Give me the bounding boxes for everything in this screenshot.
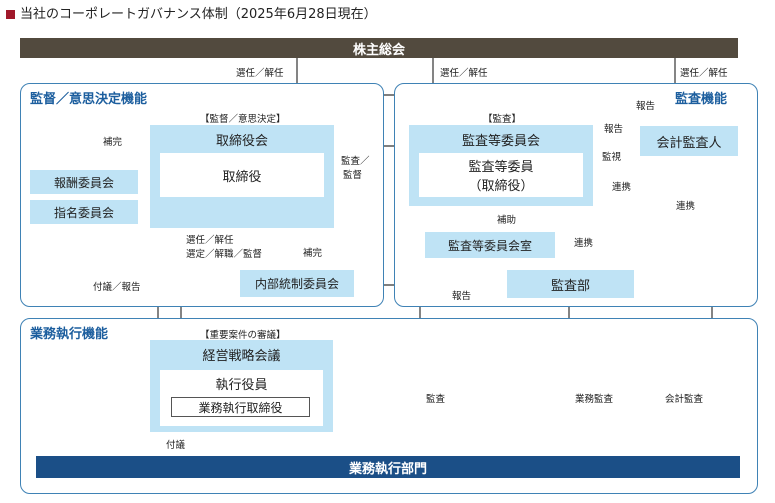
label-refer: 付議 [166,440,186,451]
strategy-meeting-label: 経営戦略会議 [202,348,281,364]
audit-panel-title: 監査機能 [675,92,728,107]
label-elect-dismiss-audit: 選任／解任 [440,68,488,79]
label-refer-report: 付議／報告 [93,282,141,293]
label-business-audit: 業務監査 [575,394,614,405]
audit-committee-members-line2: （取締役） [468,179,534,194]
label-cooperation-auditor: 連携 [612,182,632,193]
label-report-auditor: 報告 [604,124,624,135]
directors-box: 取締役 [160,153,324,197]
label-monitor: 監視 [602,152,622,163]
audit-committee-members-box: 監査等委員 （取締役） [419,153,583,197]
board-bracket-label: 【監督／意思決定】 [200,114,286,125]
remuneration-committee-box: 報酬委員会 [30,170,138,194]
business-departments-bar: 業務執行部門 [36,456,740,478]
label-audit-supervise-1: 監査／ [341,156,370,167]
label-elect-dismiss-auditor: 選任／解任 [680,68,728,79]
label-cooperation-auditor-dept: 連携 [676,201,696,212]
audit-bracket-label: 【監査】 [483,114,522,125]
label-supplement-internal: 補完 [303,248,323,259]
label-cooperation-audit-dept: 連携 [574,238,594,249]
title-marker [6,10,15,19]
shareholders-meeting-bar: 株主総会 [20,38,738,58]
label-elect-line1: 選任／解任 [186,235,234,246]
label-report-audit-dept: 報告 [452,291,472,302]
label-report-top: 報告 [636,101,656,112]
label-elect-line2: 選定／解職／監督 [186,249,263,260]
label-audit-supervise-2: 監督 [343,170,363,181]
accounting-auditor-box: 会計監査人 [640,126,738,156]
page-title: 当社のコーポレートガバナンス体制（2025年6月28日現在） [20,7,377,22]
audit-committee-office-box: 監査等委員会室 [425,232,555,258]
label-audit: 監査 [426,394,446,405]
nomination-committee-box: 指名委員会 [30,200,138,224]
label-elect-dismiss-board: 選任／解任 [236,68,284,79]
label-assist: 補助 [497,215,517,226]
audit-department-box: 監査部 [507,270,634,298]
label-accounting-audit: 会計監査 [665,394,704,405]
executive-officers-label: 執行役員 [215,377,268,393]
audit-committee-label: 監査等委員会 [461,133,540,149]
strategy-bracket-label: 【重要案件の審議】 [200,330,286,341]
executive-directors-box: 業務執行取締役 [171,397,310,417]
execution-panel-title: 業務執行機能 [30,327,109,342]
audit-committee-members-line1: 監査等委員 [468,160,534,175]
internal-control-committee-box: 内部統制委員会 [240,270,354,297]
label-supplement-remuneration: 補完 [103,137,123,148]
oversight-panel-title: 監督／意思決定機能 [30,92,148,107]
board-of-directors-label: 取締役会 [215,133,268,149]
